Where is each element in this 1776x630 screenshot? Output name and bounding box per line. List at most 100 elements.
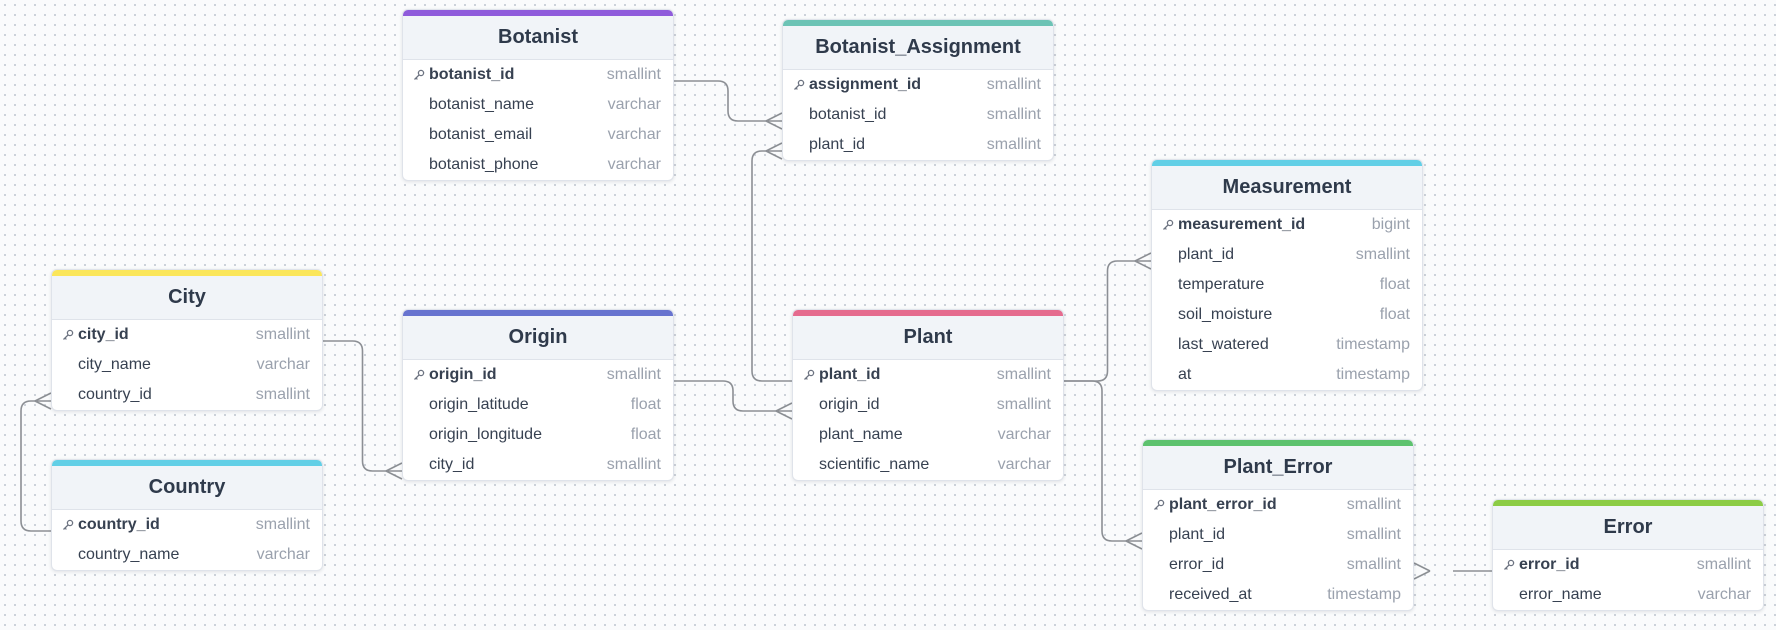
column-name: botanist_id [809, 106, 887, 123]
column-type: smallint [1346, 556, 1401, 573]
column-name: botanist_name [429, 96, 534, 113]
column-row-plant-error-id[interactable]: plant_error_id smallint [1143, 490, 1413, 520]
column-name: origin_longitude [429, 426, 542, 443]
column-type: smallint [986, 76, 1041, 93]
key-icon [413, 69, 429, 81]
column-name: soil_moisture [1178, 306, 1273, 323]
column-type: varchar [607, 156, 661, 173]
relationship-line-country-to-city[interactable] [20, 400, 51, 532]
table-title: Measurement [1222, 176, 1352, 198]
relationship-line-city-to-origin[interactable] [323, 340, 402, 472]
column-name: city_id [78, 326, 129, 343]
column-name: plant_id [819, 366, 881, 383]
crows-foot-icon [385, 462, 403, 480]
crows-foot-icon [775, 402, 793, 420]
column-type: smallint [606, 366, 661, 383]
column-name: origin_id [429, 366, 497, 383]
table-title: Origin [508, 326, 568, 348]
relationship-line-botanist-to-botanist-assignment[interactable] [674, 80, 782, 122]
relationship-line-origin-to-plant[interactable] [674, 380, 792, 412]
column-row-city-id[interactable]: city_id smallint [52, 320, 322, 350]
relationship-line-plant-to-measurement[interactable] [1064, 260, 1151, 382]
column-row-country-name[interactable]: country_name varchar [52, 540, 322, 570]
column-type: timestamp [1327, 586, 1401, 603]
relationship-line-plant-to-botanist-assignment[interactable] [751, 150, 792, 382]
table-title: Error [1603, 516, 1653, 538]
column-row-plant-id[interactable]: plant_id smallint [793, 360, 1063, 390]
table-header[interactable]: Plant [793, 310, 1063, 360]
column-type: float [1379, 306, 1410, 323]
column-type: smallint [606, 66, 661, 83]
column-type: smallint [996, 366, 1051, 383]
key-icon [1162, 219, 1178, 231]
crows-foot-icon [1134, 252, 1152, 270]
table-header[interactable]: Error [1493, 500, 1763, 550]
column-type: float [1379, 276, 1410, 293]
column-row-soil-moisture[interactable]: soil_moisture float [1152, 300, 1422, 330]
table-header[interactable]: Plant_Error [1143, 440, 1413, 490]
column-type: varchar [997, 456, 1051, 473]
table-title: Botanist [498, 26, 578, 48]
table-title: Country [148, 476, 226, 498]
column-name: plant_error_id [1169, 496, 1277, 513]
column-name: origin_id [819, 396, 880, 413]
column-type: timestamp [1336, 336, 1410, 353]
table-header[interactable]: City [52, 270, 322, 320]
column-row-received-at[interactable]: received_at timestamp [1143, 580, 1413, 610]
column-name: error_id [1169, 556, 1225, 573]
crows-foot-icon [1413, 562, 1431, 580]
column-type: smallint [1346, 496, 1401, 513]
column-row-origin-id[interactable]: origin_id smallint [403, 360, 673, 390]
table-header[interactable]: Origin [403, 310, 673, 360]
table-header[interactable]: Country [52, 460, 322, 510]
table-header[interactable]: Botanist [403, 10, 673, 60]
column-type: varchar [256, 546, 310, 563]
column-name: country_name [78, 546, 180, 563]
table-header[interactable]: Measurement [1152, 160, 1422, 210]
column-row-error-id[interactable]: error_id smallint [1143, 550, 1413, 580]
column-name: received_at [1169, 586, 1252, 603]
column-type: smallint [1346, 526, 1401, 543]
column-type: varchar [607, 126, 661, 143]
column-type: smallint [1355, 246, 1410, 263]
column-name: city_id [429, 456, 475, 473]
column-type: smallint [255, 326, 310, 343]
relationship-line-plant-to-plant-error[interactable] [1064, 380, 1142, 542]
key-icon [1153, 499, 1169, 511]
table-header[interactable]: Botanist_Assignment [783, 20, 1053, 70]
